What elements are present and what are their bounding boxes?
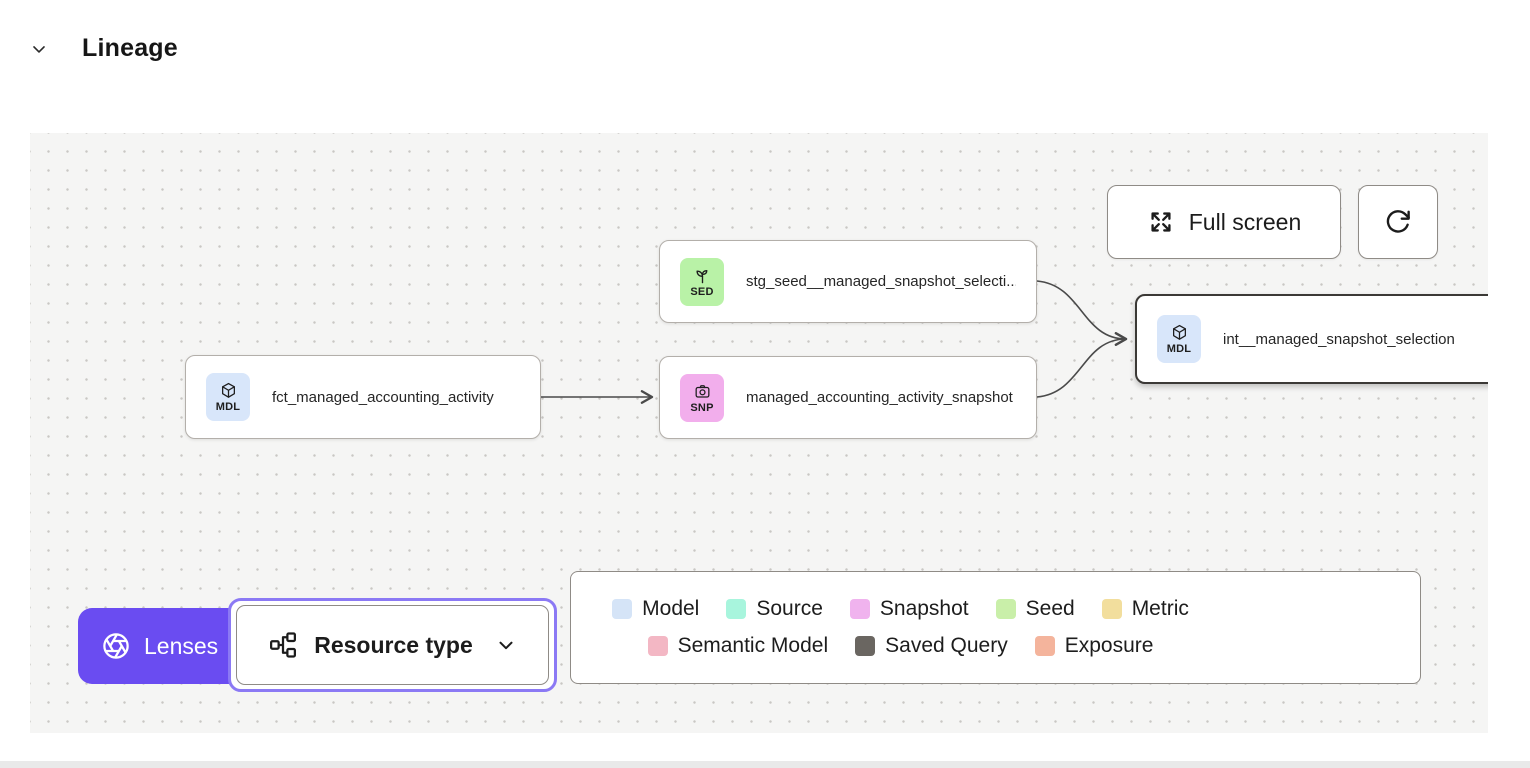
legend-row-2: Semantic Model Saved Query Exposure xyxy=(571,634,1230,658)
lineage-node-int-model-selected[interactable]: MDL int__managed_snapshot_selection xyxy=(1135,294,1488,384)
node-label: stg_seed__managed_snapshot_selecti... xyxy=(746,273,1016,290)
resource-type-label: Resource type xyxy=(314,631,473,658)
legend-item-seed: Seed xyxy=(995,597,1075,621)
full-screen-button[interactable]: Full screen xyxy=(1107,185,1341,259)
source-color-swatch xyxy=(726,599,747,619)
model-color-swatch xyxy=(612,599,633,619)
semantic-model-color-swatch xyxy=(647,636,668,656)
lineage-node-snapshot[interactable]: SNP managed_accounting_activity_snapshot xyxy=(659,356,1037,439)
refresh-icon xyxy=(1383,207,1413,237)
snapshot-color-swatch xyxy=(849,599,870,619)
cube-icon xyxy=(221,382,235,398)
bottom-divider xyxy=(0,761,1530,768)
resource-type-dropdown[interactable]: Resource type xyxy=(236,605,549,685)
chevron-down-icon xyxy=(495,634,517,656)
legend-item-saved-query: Saved Query xyxy=(855,634,1008,658)
badge-code: MDL xyxy=(215,401,241,413)
legend-item-model: Model xyxy=(612,597,699,621)
legend-item-metric: Metric xyxy=(1101,597,1189,621)
full-screen-label: Full screen xyxy=(1188,208,1302,235)
node-label: managed_accounting_activity_snapshot xyxy=(746,389,1013,406)
badge-code: SNP xyxy=(690,401,714,414)
node-label: fct_managed_accounting_activity xyxy=(272,388,494,406)
exposure-color-swatch xyxy=(1034,636,1055,656)
node-label: int__managed_snapshot_selection xyxy=(1223,330,1455,348)
saved-query-color-swatch xyxy=(855,636,876,656)
expand-arrows-icon xyxy=(1147,208,1175,236)
badge-code: SED xyxy=(690,285,714,298)
legend-item-source: Source xyxy=(726,597,823,621)
lineage-node-fct-model[interactable]: MDL fct_managed_accounting_activity xyxy=(185,355,541,439)
legend-item-snapshot: Snapshot xyxy=(849,597,969,621)
lenses-button[interactable]: Lenses xyxy=(78,608,256,684)
page-title: Lineage xyxy=(82,34,178,62)
collapse-chevron-icon[interactable] xyxy=(28,38,50,60)
lineage-section-header: Lineage xyxy=(28,34,178,63)
metric-color-swatch xyxy=(1101,599,1122,619)
lineage-node-seed[interactable]: SED stg_seed__managed_snapshot_selecti..… xyxy=(659,240,1037,323)
aperture-icon xyxy=(101,631,131,661)
hierarchy-icon xyxy=(268,630,298,660)
snapshot-badge: SNP xyxy=(680,373,724,422)
model-badge: MDL xyxy=(1157,315,1201,363)
refresh-button[interactable] xyxy=(1358,185,1438,259)
cube-icon xyxy=(1172,324,1186,340)
resource-type-focus-ring: Resource type xyxy=(228,598,557,692)
model-badge: MDL xyxy=(206,373,250,421)
seed-badge: SED xyxy=(680,257,724,306)
legend-item-semantic-model: Semantic Model xyxy=(647,634,828,658)
legend-item-exposure: Exposure xyxy=(1034,634,1153,658)
legend-row-1: Model Source Snapshot Seed Metric xyxy=(571,597,1230,621)
resource-type-legend: Model Source Snapshot Seed Metric S xyxy=(570,571,1421,684)
camera-icon xyxy=(695,384,709,398)
lineage-canvas[interactable]: Full screen SED stg_seed__managed_snapsh… xyxy=(30,133,1488,733)
seed-color-swatch xyxy=(995,599,1016,619)
lenses-label: Lenses xyxy=(144,632,219,659)
sprout-icon xyxy=(695,269,707,283)
badge-code: MDL xyxy=(1166,343,1192,355)
